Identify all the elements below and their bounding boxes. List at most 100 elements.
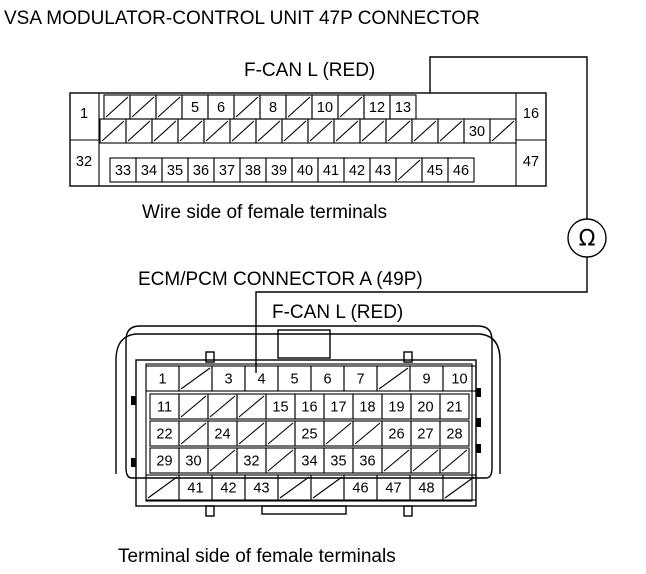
pin-label: 11 — [157, 400, 172, 416]
pin-cell: 16 — [294, 393, 325, 420]
pin-label: 40 — [297, 163, 313, 179]
pin-label: 25 — [301, 427, 317, 443]
ecm-housing-outer — [125, 325, 493, 479]
empty-pin-cell — [410, 447, 441, 474]
pin-label: 22 — [156, 427, 172, 443]
pin-cell: 40 — [291, 157, 319, 183]
empty-pin-cell — [307, 118, 335, 144]
pin-label: 16 — [301, 400, 317, 416]
pin-cell: 34 — [135, 157, 163, 183]
pin-label: 1 — [158, 372, 166, 388]
empty-pin-cell — [207, 393, 238, 420]
pin-label: 13 — [395, 100, 411, 116]
pin-label: 35 — [330, 454, 346, 470]
empty-pin-cell — [155, 94, 183, 120]
pin-label: 46 — [352, 481, 368, 497]
empty-pin-cell — [103, 94, 131, 120]
pin-cell: 12 — [363, 94, 391, 120]
empty-pin-cell — [277, 474, 312, 501]
pin-label: 42 — [349, 163, 365, 179]
pin-label: 5 — [290, 372, 298, 388]
empty-pin-cell — [359, 118, 387, 144]
pin-cell: 33 — [109, 157, 137, 183]
pin-cell: 18 — [352, 393, 383, 420]
pin-cell: 30 — [463, 118, 491, 144]
empty-pin-cell — [236, 420, 267, 447]
pin-label: 8 — [269, 100, 277, 116]
pin-label: 18 — [359, 400, 375, 416]
empty-pin-cell — [178, 420, 209, 447]
pin-cell: 43 — [244, 474, 279, 501]
pin-cell: 45 — [421, 157, 449, 183]
pin-label: 5 — [191, 100, 199, 116]
empty-pin-cell — [337, 94, 365, 120]
empty-pin-cell — [125, 118, 153, 144]
empty-pin-cell — [145, 474, 180, 501]
pin-cell: 27 — [410, 420, 441, 447]
empty-pin-cell — [281, 118, 309, 144]
pin-label: 48 — [418, 481, 434, 497]
probe-wire-vsa — [429, 56, 588, 219]
pin-label: 9 — [422, 372, 430, 388]
pin-cell: 41 — [178, 474, 213, 501]
empty-pin-cell — [376, 365, 411, 392]
pin-label: 29 — [156, 454, 172, 470]
pin-cell: 36 — [352, 447, 383, 474]
pin-label: 26 — [388, 427, 404, 443]
empty-pin-cell — [411, 118, 439, 144]
pin-label: 20 — [417, 400, 433, 416]
pin-label: 10 — [317, 100, 333, 116]
empty-pin-cell — [203, 118, 231, 144]
pin-cell: 32 — [236, 447, 267, 474]
pin-label: 32 — [243, 454, 259, 470]
pin-label: 10 — [451, 372, 467, 388]
pin-label: 15 — [272, 400, 288, 416]
pin-label: 36 — [359, 454, 375, 470]
empty-pin-cell — [255, 118, 283, 144]
pin-cell: 5 — [181, 94, 209, 120]
pin-cell: 6 — [207, 94, 235, 120]
top-wire-label: F-CAN L (RED) — [244, 60, 375, 81]
pin-label: 24 — [214, 427, 230, 443]
empty-pin-cell — [489, 118, 517, 144]
pin-cell: 38 — [239, 157, 267, 183]
pin-label: 33 — [115, 163, 131, 179]
bottom-title: ECM/PCM CONNECTOR A (49P) — [138, 269, 423, 290]
empty-pin-cell — [310, 474, 345, 501]
empty-pin-cell — [236, 393, 267, 420]
empty-pin-cell — [229, 118, 257, 144]
empty-pin-cell — [178, 365, 213, 392]
pin-cell: 19 — [381, 393, 412, 420]
pin-cell: 13 — [389, 94, 417, 120]
pin-label: 6 — [217, 100, 225, 116]
pin-label: 47 — [523, 154, 539, 170]
bottom-caption: Terminal side of female terminals — [118, 546, 396, 567]
empty-pin-cell — [333, 118, 361, 144]
pin-cell: 5 — [277, 365, 312, 392]
pin-cell: 37 — [213, 157, 241, 183]
pin-label: 36 — [193, 163, 209, 179]
empty-pin-cell — [323, 420, 354, 447]
pin-cell: 42 — [343, 157, 371, 183]
pin-cell: 24 — [207, 420, 238, 447]
pin-label: 45 — [427, 163, 443, 179]
pin-label: 7 — [356, 372, 364, 388]
pin-cell: 28 — [439, 420, 470, 447]
pin-label: 41 — [323, 163, 339, 179]
empty-pin-cell — [129, 94, 157, 120]
pin-cell: 46 — [343, 474, 378, 501]
pin-cell: 48 — [409, 474, 444, 501]
empty-pin-cell — [385, 118, 413, 144]
pin-cell: 35 — [323, 447, 354, 474]
pin-label: 46 — [453, 163, 469, 179]
pin-cell: 10 — [442, 365, 477, 392]
pin-label: 30 — [469, 124, 485, 140]
pin-cell: 8 — [259, 94, 287, 120]
empty-pin-cell — [265, 420, 296, 447]
empty-pin-cell — [207, 447, 238, 474]
pin-cell: 6 — [310, 365, 345, 392]
pin-label: 37 — [219, 163, 235, 179]
pin-cell: 22 — [149, 420, 180, 447]
pin-label: 42 — [220, 481, 236, 497]
